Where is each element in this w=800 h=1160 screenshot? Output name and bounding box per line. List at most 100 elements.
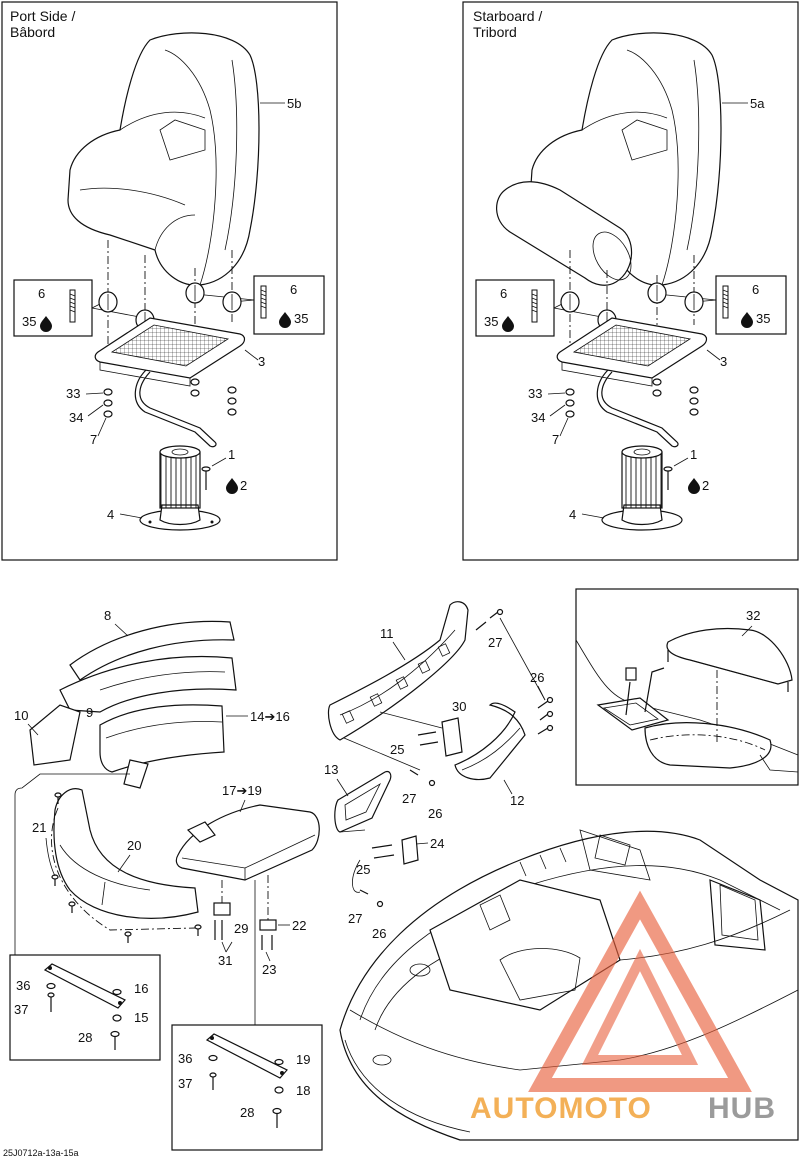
label-10: 10 xyxy=(14,708,28,723)
starboard-stud-callout-left: 6 35 xyxy=(475,279,555,337)
trim-11 xyxy=(327,601,469,741)
starboard-pedestal xyxy=(601,445,683,531)
detail-box-left: 36 16 37 15 28 xyxy=(9,954,161,1061)
panel-10 xyxy=(29,704,81,766)
detail-right-label-37: 37 xyxy=(178,1076,192,1091)
port-mounting-plate xyxy=(94,317,246,387)
cushion-9 xyxy=(59,655,237,713)
detail-right-label-28: 28 xyxy=(240,1105,254,1120)
starboard-panel-frame xyxy=(462,1,799,561)
starboard-stud-callout-right: 6 35 xyxy=(715,275,787,335)
label-23: 23 xyxy=(262,962,276,977)
label-25-b: 25 xyxy=(356,862,370,877)
label-27-b: 27 xyxy=(402,791,416,806)
bracket-30 xyxy=(441,717,463,757)
bracket-24 xyxy=(401,835,419,865)
port-label-washer-34: 34 xyxy=(69,410,83,425)
starboard-label-loctite-right: 35 xyxy=(756,311,770,326)
cushion-17-19 xyxy=(175,804,320,881)
drop-icon xyxy=(226,478,238,494)
starboard-label-stud-right: 6 xyxy=(752,282,759,297)
port-pedestal xyxy=(139,445,221,531)
port-label-loctite-right: 35 xyxy=(294,311,308,326)
clip-29 xyxy=(213,902,231,916)
cushion-14-16 xyxy=(99,704,225,773)
label-31: 31 xyxy=(218,953,232,968)
label-29: 29 xyxy=(234,921,248,936)
drop-icon xyxy=(502,316,514,332)
screws-27-26 xyxy=(475,608,554,735)
starboard-label-lever: 7 xyxy=(552,432,559,447)
cushion-8 xyxy=(69,620,235,681)
starboard-label-loctite-2: 2 xyxy=(702,478,709,493)
detail-left-label-37: 37 xyxy=(14,1002,28,1017)
detail-right-label-19: 19 xyxy=(296,1052,310,1067)
detail-box-right: 36 19 37 18 28 xyxy=(171,1024,323,1151)
port-title-line1: Port Side / xyxy=(10,8,75,24)
label-26-c: 26 xyxy=(372,926,386,941)
port-label-screw: 1 xyxy=(228,447,235,462)
detail-left-label-15: 15 xyxy=(134,1010,148,1025)
starboard-label-plate: 3 xyxy=(720,354,727,369)
port-title-line2: Bâbord xyxy=(10,24,55,40)
starboard-label-seat: 5a xyxy=(750,96,765,111)
port-label-loctite-left: 35 xyxy=(22,314,36,329)
label-30: 30 xyxy=(452,699,466,714)
port-label-stud-right: 6 xyxy=(290,282,297,297)
port-label-plate: 3 xyxy=(258,354,265,369)
detail-right-label-18: 18 xyxy=(296,1083,310,1098)
screws-21 xyxy=(51,792,202,943)
starboard-title-line1: Starboard / xyxy=(473,8,542,24)
port-label-base: 4 xyxy=(107,507,114,522)
port-label-nut-33: 33 xyxy=(66,386,80,401)
starboard-nut-stacks xyxy=(565,378,699,418)
trim-12 xyxy=(454,702,526,781)
label-14-16: 14➔16 xyxy=(250,709,290,724)
port-nut-stack-left xyxy=(103,388,113,418)
clip-22 xyxy=(259,919,277,931)
cushion-20 xyxy=(53,788,199,919)
port-label-loctite-2: 2 xyxy=(240,478,247,493)
starboard-swivel-lever xyxy=(596,369,679,448)
reference-code: 25J0712a-13a-15a xyxy=(3,1148,79,1158)
label-9: 9 xyxy=(86,705,93,720)
drop-icon xyxy=(279,312,291,328)
label-13: 13 xyxy=(324,762,338,777)
starboard-label-screw: 1 xyxy=(690,447,697,462)
label-24: 24 xyxy=(430,836,444,851)
label-20: 20 xyxy=(127,838,141,853)
starboard-label-loctite-left: 35 xyxy=(484,314,498,329)
label-26-b: 26 xyxy=(428,806,442,821)
watermark-text-1: AUTOMOTO xyxy=(470,1092,652,1125)
drop-icon xyxy=(40,316,52,332)
drop-icon xyxy=(741,312,753,328)
drop-icon xyxy=(688,478,700,494)
label-21: 21 xyxy=(32,820,46,835)
label-27-a: 27 xyxy=(488,635,502,650)
starboard-panel: Starboard / Tribord 5a 6 35 xyxy=(462,1,799,561)
starboard-mounting-plate xyxy=(556,317,708,387)
starboard-label-washer-34: 34 xyxy=(531,410,545,425)
label-25-a: 25 xyxy=(390,742,404,757)
detail-right-label-36: 36 xyxy=(178,1051,192,1066)
detail-left-label-16: 16 xyxy=(134,981,148,996)
port-panel-frame xyxy=(1,1,338,561)
detail-left-label-36: 36 xyxy=(16,978,30,993)
port-label-lever: 7 xyxy=(90,432,97,447)
console-detail-32: 32 xyxy=(575,588,799,786)
label-11: 11 xyxy=(380,626,394,641)
label-12: 12 xyxy=(510,793,524,808)
port-label-seat: 5b xyxy=(287,96,301,111)
starboard-seat xyxy=(496,32,722,286)
lower-assembly: 8 9 10 14➔16 20 21 xyxy=(9,588,799,1151)
port-nut-stack-right xyxy=(190,378,237,416)
label-26-a: 26 xyxy=(530,670,544,685)
starboard-label-stud-left: 6 xyxy=(500,286,507,301)
label-27-c: 27 xyxy=(348,911,362,926)
label-8: 8 xyxy=(104,608,111,623)
label-32: 32 xyxy=(746,608,760,623)
port-stud-callout-right: 6 35 xyxy=(253,275,325,335)
label-17-19: 17➔19 xyxy=(222,783,262,798)
starboard-label-base: 4 xyxy=(569,507,576,522)
